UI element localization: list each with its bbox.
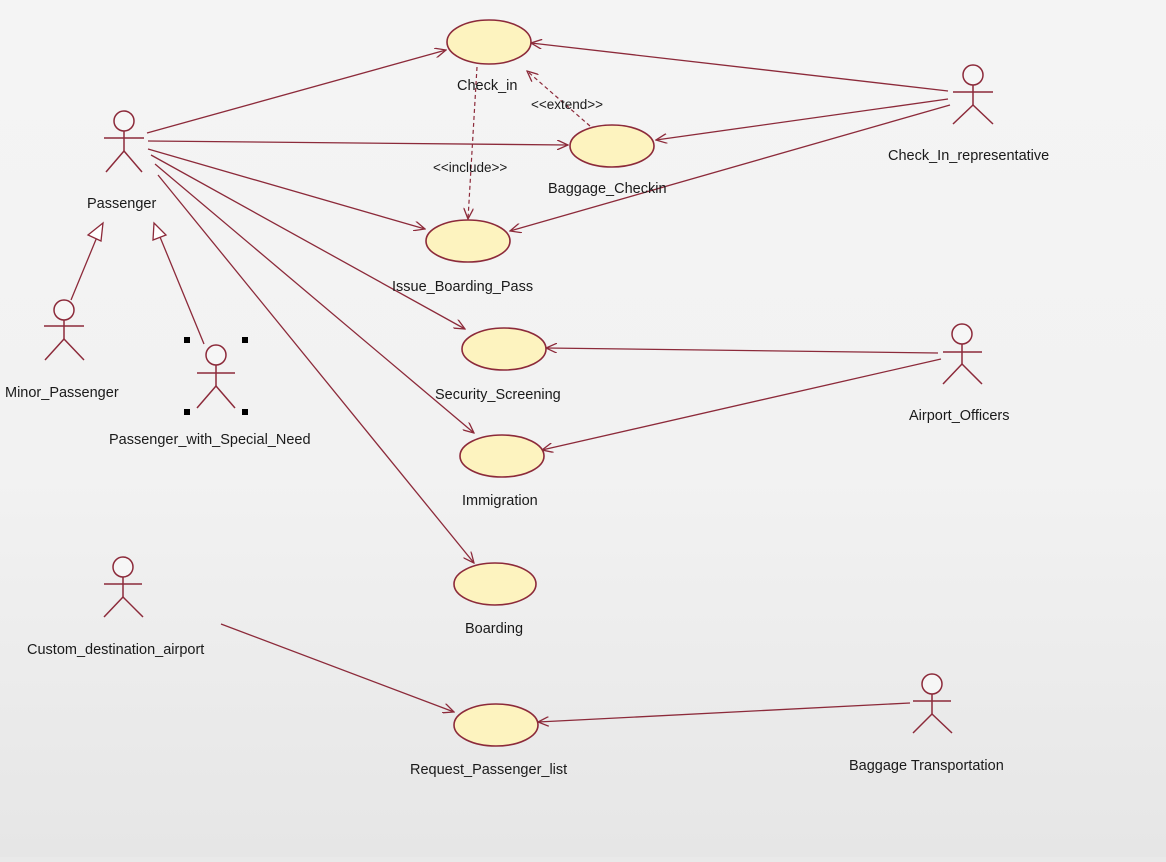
- generalization-minor-head: [86, 221, 104, 242]
- actor-label-baggage-transportation: Baggage Transportation: [849, 758, 1004, 774]
- include-label: <<include>>: [433, 160, 507, 175]
- use-case-immigration[interactable]: Immigration: [459, 434, 545, 509]
- actor-label-check-in-representative: Check_In_representative: [888, 148, 1049, 164]
- assoc-officers-immigration[interactable]: [542, 358, 942, 450]
- generalizations: [70, 221, 205, 345]
- use-case-issue-boarding-pass[interactable]: Issue_Boarding_Pass: [392, 219, 533, 295]
- associations-passenger: [146, 50, 568, 563]
- use-case-label-immigration: Immigration: [462, 493, 538, 509]
- include-dependency[interactable]: [468, 66, 478, 219]
- use-case-baggage-checkin[interactable]: Baggage_Checkin: [548, 124, 667, 197]
- generalization-special-head: [152, 221, 168, 241]
- assoc-custom-request[interactable]: [220, 623, 454, 712]
- assoc-rep-checkin[interactable]: [531, 43, 949, 92]
- assoc-passenger-boarding[interactable]: [157, 174, 474, 563]
- assoc-passenger-checkin[interactable]: [146, 50, 446, 134]
- generalization-special[interactable]: [159, 236, 205, 345]
- actor-check-in-representative[interactable]: [952, 64, 994, 125]
- use-case-label-baggage-checkin: Baggage_Checkin: [548, 181, 667, 197]
- extend-label: <<extend>>: [531, 97, 603, 112]
- assoc-passenger-immigration[interactable]: [154, 163, 474, 433]
- associations-request-list: [220, 623, 911, 722]
- selection-handles[interactable]: [184, 337, 248, 415]
- dependencies: <<extend>> <<include>>: [433, 66, 603, 219]
- use-case-boarding[interactable]: Boarding: [453, 562, 537, 637]
- actor-passenger[interactable]: [104, 110, 144, 173]
- actor-label-airport-officers: Airport_Officers: [909, 408, 1009, 424]
- actor-label-custom-destination-airport: Custom_destination_airport: [27, 642, 204, 658]
- actor-airport-officers[interactable]: [942, 323, 983, 385]
- assoc-passenger-security[interactable]: [150, 154, 465, 329]
- assoc-passenger-boardingpass[interactable]: [147, 148, 425, 229]
- assoc-baggage-transport-request[interactable]: [538, 702, 911, 722]
- use-case-check-in[interactable]: Check_in: [446, 19, 532, 94]
- associations-officers: [542, 348, 942, 450]
- actor-label-passenger-special-need: Passenger_with_Special_Need: [109, 432, 311, 448]
- assoc-rep-boardingpass[interactable]: [510, 104, 951, 231]
- actor-custom-destination-airport[interactable]: [103, 556, 144, 618]
- actor-minor-passenger[interactable]: [44, 299, 85, 361]
- actor-label-minor-passenger: Minor_Passenger: [5, 385, 119, 401]
- assoc-officers-security[interactable]: [546, 348, 939, 354]
- actor-passenger-special-need[interactable]: [196, 344, 236, 409]
- generalization-minor[interactable]: [70, 236, 98, 301]
- use-case-label-check-in: Check_in: [457, 78, 517, 94]
- use-case-label-security-screening: Security_Screening: [435, 387, 561, 403]
- assoc-rep-baggage[interactable]: [656, 98, 949, 140]
- actor-label-passenger: Passenger: [87, 196, 156, 212]
- actor-baggage-transportation[interactable]: [912, 673, 953, 734]
- assoc-passenger-baggage[interactable]: [147, 141, 568, 145]
- use-case-request-passenger-list[interactable]: Request_Passenger_list: [410, 703, 567, 778]
- use-case-label-boarding: Boarding: [465, 621, 523, 637]
- associations-checkin-rep: [510, 43, 951, 231]
- use-case-label-request-passenger-list: Request_Passenger_list: [410, 762, 567, 778]
- use-case-label-issue-boarding-pass: Issue_Boarding_Pass: [392, 279, 533, 295]
- use-case-security-screening[interactable]: Security_Screening: [435, 327, 561, 403]
